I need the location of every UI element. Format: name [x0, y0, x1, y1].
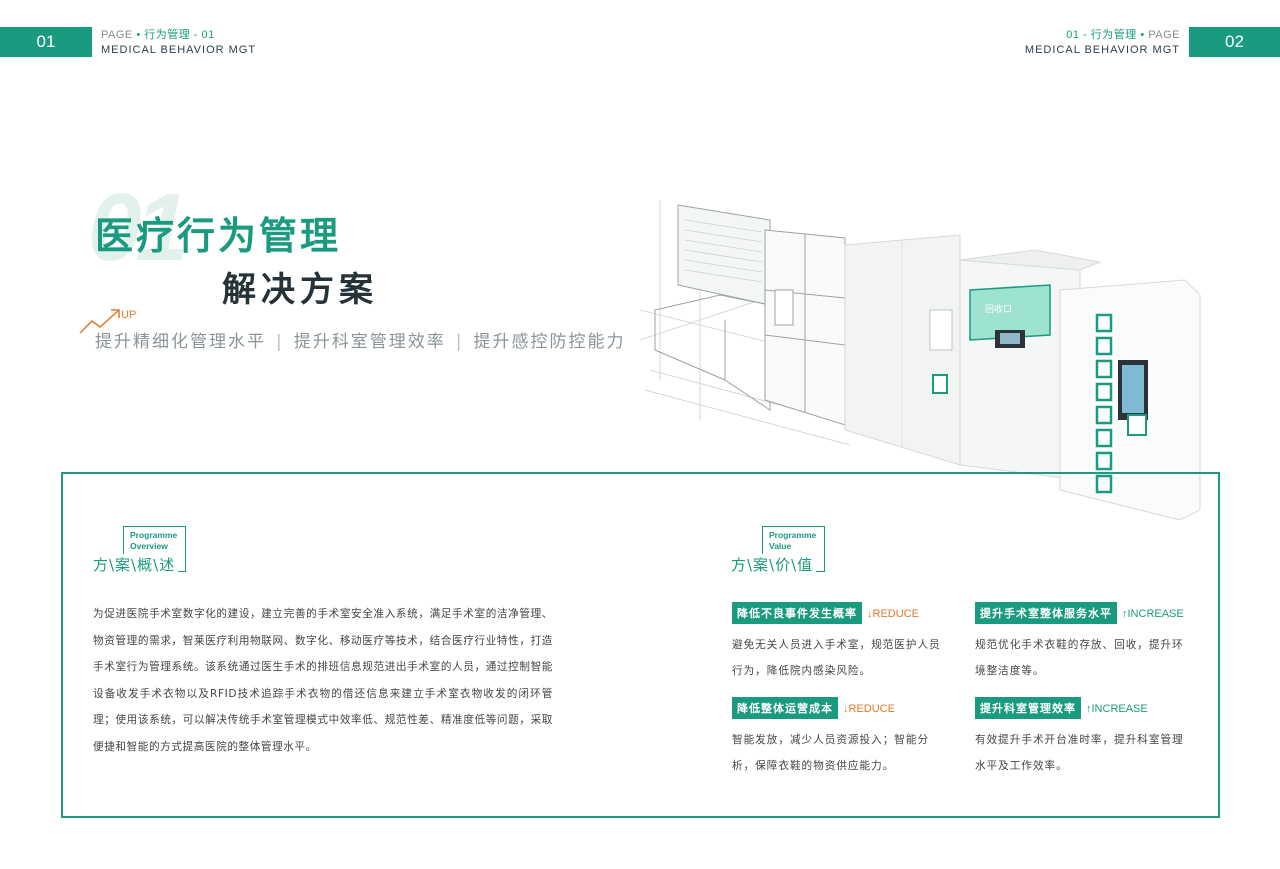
intake-slot-label: 回收口 [985, 303, 1012, 315]
value-badge: 降低整体运营成本 [732, 697, 838, 719]
header-rule-right [1189, 55, 1280, 57]
page-number-left: 01 [0, 27, 92, 56]
page-number-right-text: 02 [1225, 31, 1244, 51]
header-rule-left [0, 55, 92, 57]
page-subtitle: 解决方案 [222, 270, 378, 310]
value-title: 方\案\价\值 [731, 554, 817, 575]
page-number-left-text: 01 [36, 31, 56, 51]
slogan-separator: | [455, 332, 464, 352]
breadcrumb-prefix: 01 - 行为管理 [1066, 29, 1137, 41]
tag-line: Programme [130, 530, 178, 540]
overview-body: 为促进医院手术室数字化的建设，建立完善的手术室安全准入系统，满足手术室的洁净管理… [93, 608, 553, 753]
breadcrumb-suffix: 行为管理 - 01 [144, 29, 215, 41]
cabinet-illustration: 回收口 [640, 200, 1201, 520]
breadcrumb-suffix: PAGE [1148, 29, 1180, 41]
slogan-item: 提升精细化管理水平 [95, 332, 266, 352]
tag-line: Programme [769, 530, 817, 540]
value-item: 提升手术室整体服务水平 ↑INCREASE 规范优化手术衣鞋的存放、回收，提升环境… [975, 602, 1195, 684]
section-number-watermark: 01 [88, 174, 189, 281]
value-description: 避免无关人员进入手术室，规范医护人员行为，降低院内感染风险。 [732, 639, 941, 677]
header-left-breadcrumb: PAGE • 行为管理 - 01 [101, 26, 215, 42]
up-label: UP [121, 309, 137, 321]
overview-tag-label: Programme Overview [130, 530, 177, 552]
value-badge: 降低不良事件发生概率 [732, 602, 862, 624]
value-direction: ↓REDUCE [843, 703, 895, 715]
overview-title: 方\案\概\述 [93, 554, 179, 575]
header-left-subtitle: MEDICAL BEHAVIOR MGT [101, 44, 257, 56]
breadcrumb-prefix: PAGE [101, 29, 133, 41]
header-right-breadcrumb: 01 - 行为管理 • PAGE [1066, 26, 1180, 42]
value-item: 降低整体运营成本 ↓REDUCE 智能发放，减少人员资源投入；智能分析，保障衣鞋的… [732, 697, 952, 779]
header-right-subtitle: MEDICAL BEHAVIOR MGT [1024, 44, 1180, 56]
value-badge: 提升科室管理效率 [975, 697, 1081, 719]
value-direction: ↑INCREASE [1086, 703, 1148, 715]
value-description: 规范优化手术衣鞋的存放、回收，提升环境整洁度等。 [975, 639, 1184, 677]
tag-line: Overview [130, 541, 168, 552]
value-tag-label: Programme Value [769, 530, 816, 552]
breadcrumb-dot: • [136, 29, 141, 41]
value-direction: ↑INCREASE [1122, 608, 1184, 620]
tag-line: Value [769, 541, 792, 552]
value-item: 降低不良事件发生概率 ↓REDUCE 避免无关人员进入手术室，规范医护人员行为，降… [732, 602, 952, 684]
slogan-separator: | [276, 332, 284, 352]
slogan-line: 提升精细化管理水平 | 提升科室管理效率 | 提升感控防控能力 [95, 327, 625, 352]
slogan-item: 提升科室管理效率 [293, 332, 446, 352]
value-direction: ↓REDUCE [867, 608, 919, 620]
slogan-item: 提升感控防控能力 [473, 332, 626, 352]
value-badge: 提升手术室整体服务水平 [975, 602, 1117, 624]
page-title: 医疗行为管理 [95, 214, 342, 258]
trend-up-arrow-icon [79, 309, 120, 334]
value-description: 智能发放，减少人员资源投入；智能分析，保障衣鞋的物资供应能力。 [732, 734, 930, 772]
value-description: 有效提升手术开台准时率，提升科室管理水平及工作效率。 [975, 734, 1184, 772]
page-number-right: 02 [1189, 27, 1280, 56]
content-frame [61, 472, 1220, 818]
breadcrumb-dot: • [1140, 29, 1145, 41]
value-item: 提升科室管理效率 ↑INCREASE 有效提升手术开台准时率，提升科室管理水平及工… [975, 697, 1195, 779]
